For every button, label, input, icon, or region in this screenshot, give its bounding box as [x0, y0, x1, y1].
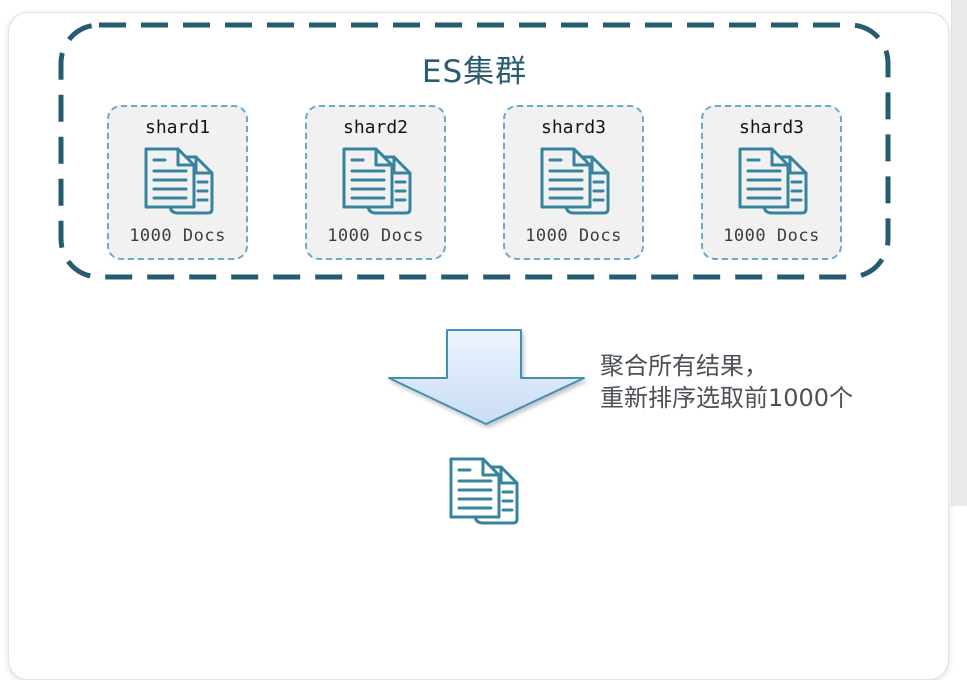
scrollbar-track[interactable] — [951, 0, 967, 506]
shard-name-label: shard3 — [540, 117, 607, 138]
shard-card: shard3 1000 Docs — [701, 105, 842, 260]
aggregation-note-line2: 重新排序选取前1000个 — [600, 384, 854, 412]
shard-row: shard1 1000 Docs shard2 1000 Docs shard3… — [58, 105, 891, 260]
shard-card: shard1 1000 Docs — [107, 105, 248, 260]
documents-icon — [342, 147, 411, 215]
cluster-dashed-border — [58, 22, 891, 280]
documents-icon — [540, 147, 609, 215]
documents-icon — [144, 147, 213, 215]
shard-name-label: shard2 — [342, 117, 409, 138]
documents-icon — [738, 147, 807, 215]
shard-docs-label: 1000 Docs — [327, 226, 424, 246]
shard-name-label: shard1 — [144, 117, 211, 138]
shard-docs-label: 1000 Docs — [525, 226, 622, 246]
result-documents — [441, 454, 525, 530]
shard-card: shard2 1000 Docs — [305, 105, 446, 260]
page-background: { "cluster": { "title": "ES集群", "shards"… — [8, 0, 967, 680]
cluster-title: ES集群 — [421, 54, 528, 90]
shard-docs-label: 1000 Docs — [129, 226, 226, 246]
es-cluster-container: ES集群 shard1 1000 Docs shard2 1000 Docs s… — [58, 22, 891, 280]
documents-icon — [449, 457, 519, 525]
aggregation-note-line1: 聚合所有结果， — [600, 352, 768, 380]
shard-card: shard3 1000 Docs — [503, 105, 644, 260]
down-arrow-icon — [388, 329, 585, 425]
aggregation-note: 聚合所有结果， 重新排序选取前1000个 — [600, 350, 853, 414]
shard-docs-label: 1000 Docs — [723, 226, 820, 246]
shard-name-label: shard3 — [738, 117, 805, 138]
